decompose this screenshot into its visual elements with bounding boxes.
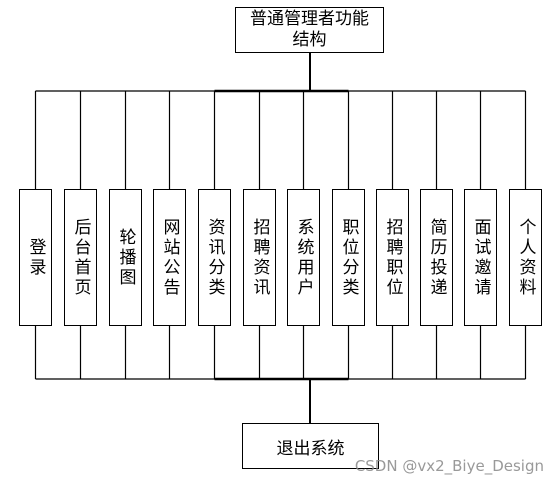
module-label: 招聘资讯 [249, 217, 270, 298]
exit-system-box: 退出系统 [242, 423, 379, 469]
module-box: 资讯分类 [198, 189, 231, 326]
module-box: 职位分类 [332, 189, 365, 326]
module-label: 后台首页 [70, 217, 91, 298]
module-label: 职位分类 [338, 217, 359, 298]
module-box: 简历投递 [420, 189, 453, 326]
module-box: 面试邀请 [464, 189, 497, 326]
module-label: 招聘职位 [382, 217, 403, 298]
module-label: 资讯分类 [204, 217, 225, 298]
module-box: 个人资料 [509, 189, 542, 326]
module-label: 轮播图 [115, 227, 136, 288]
root-function-label: 普通管理者功能结构 [250, 9, 369, 50]
module-box: 招聘职位 [376, 189, 409, 326]
root-function-box: 普通管理者功能结构 [235, 7, 384, 53]
module-box: 轮播图 [109, 189, 142, 326]
module-box: 网站公告 [153, 189, 186, 326]
exit-system-label: 退出系统 [276, 438, 345, 459]
module-box: 登录 [19, 189, 52, 326]
module-box: 后台首页 [64, 189, 97, 326]
module-box: 招聘资讯 [243, 189, 276, 326]
module-label: 简历投递 [426, 217, 447, 298]
watermark-text: CSDN @vx2_Biye_Design [354, 457, 544, 475]
module-label: 面试邀请 [470, 217, 491, 298]
module-label: 登录 [25, 237, 46, 278]
module-label: 个人资料 [515, 217, 536, 298]
module-label: 系统用户 [293, 217, 314, 298]
module-label: 网站公告 [159, 217, 180, 298]
module-box: 系统用户 [287, 189, 320, 326]
